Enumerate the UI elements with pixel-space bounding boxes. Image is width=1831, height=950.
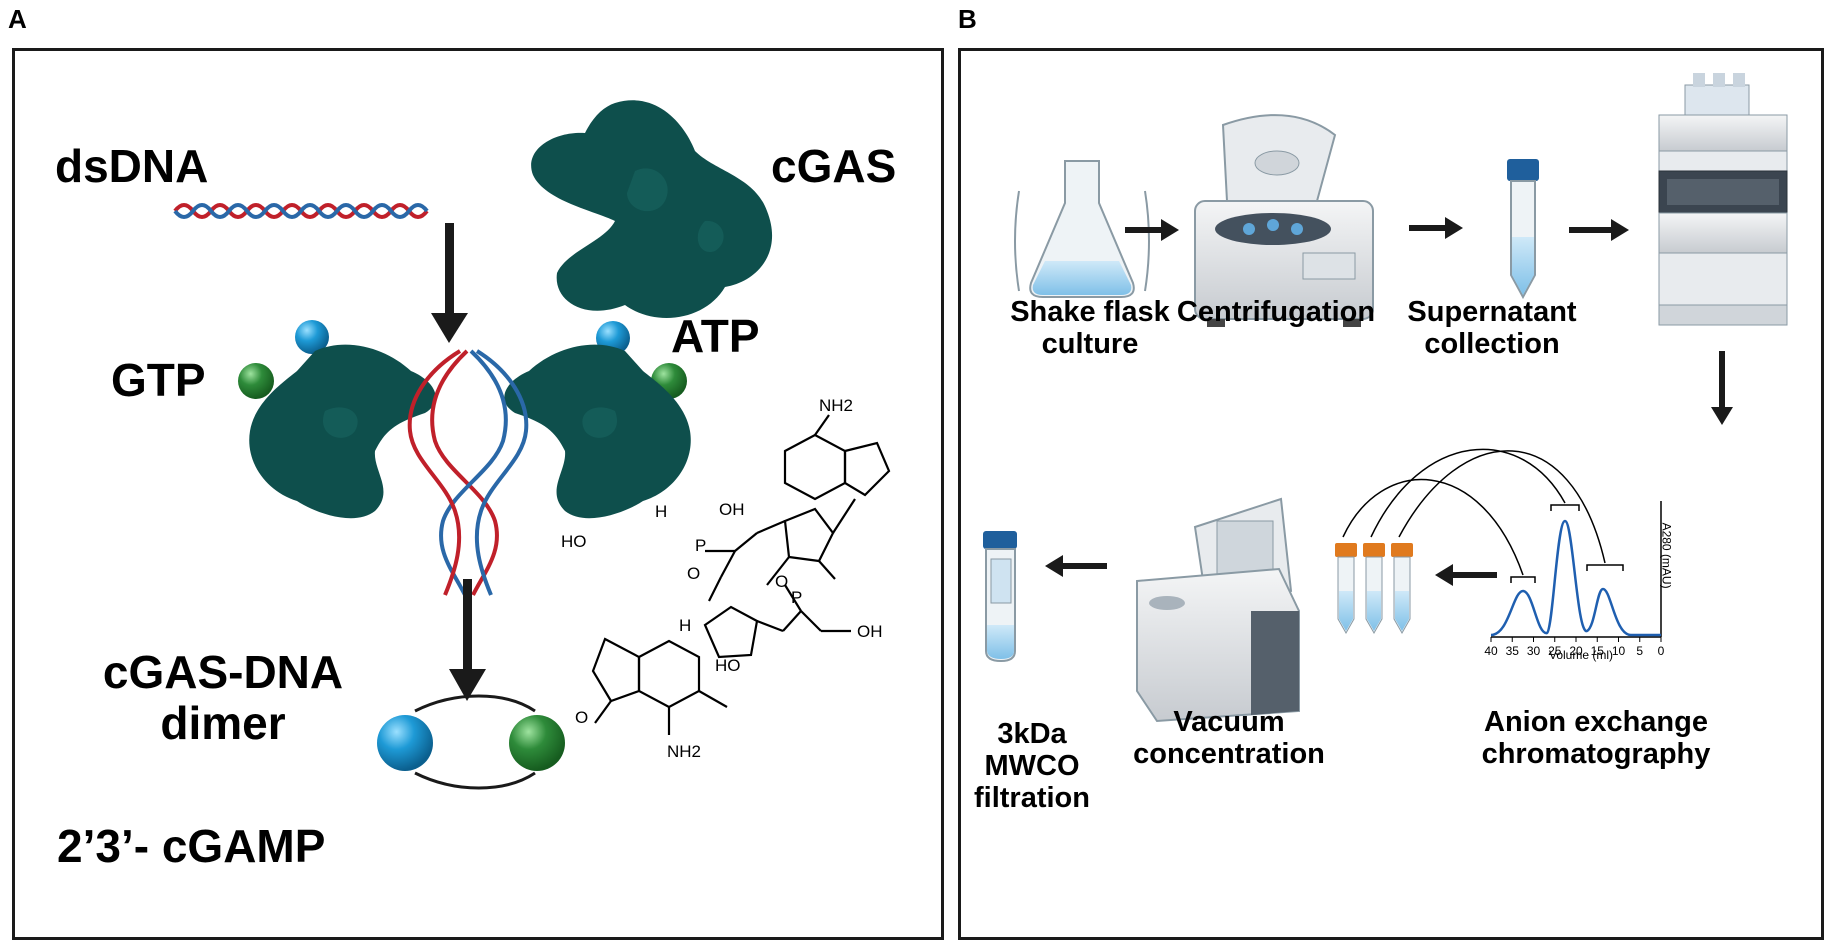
o-bottom-label: O [575,708,588,727]
arrow-vacuum-to-filter [1045,555,1107,577]
fraction-brackets [1510,504,1624,583]
gtp-sphere-left [238,363,274,399]
x-tick-label: 5 [1636,644,1643,658]
step-label-anion-exchange: Anion exchange chromatography [1481,706,1711,770]
supernatant-tube-illustration [1507,159,1539,300]
h-label-2: H [679,616,691,635]
step-label-centrifugation: Centrifugation [1176,296,1376,328]
x-tick-label: 10 [1612,644,1626,658]
cgamp-label: 2’3’- cGAMP [57,820,326,872]
x-tick-label: 40 [1484,644,1498,658]
hplc-illustration [1658,73,1788,326]
dsdna-helix [173,203,429,219]
x-tick-label: 15 [1591,644,1605,658]
ho-label-2: HO [715,656,741,675]
panel-b: 40 35 30 25 20 15 10 5 0 [958,48,1824,940]
h-label-1: H [655,502,667,521]
oh-label: OH [719,500,745,519]
arrow-centrifuge-to-tube [1409,217,1463,239]
o-left-label: O [687,564,700,583]
step-label-supernatant: Supernatant collection [1407,296,1577,360]
gtp-label: GTP [111,354,206,406]
fraction-tubes-illustration [1335,543,1413,635]
fraction-arrows [1342,448,1606,576]
cgas-protein [531,100,773,318]
panel-a-graphics: NH2 HO P O H OH P O OH H HO O NH2 [173,100,891,790]
arrow-dimer-to-cgamp [449,579,486,701]
atp-label: ATP [671,310,760,362]
x-tick-label: 35 [1506,644,1520,658]
vacuum-concentrator-illustration [1136,497,1300,723]
shake-flask-illustration [1014,160,1150,298]
step-label-shake-flask: Shake flask culture [1010,296,1170,360]
chromatogram-chart: 40 35 30 25 20 15 10 5 0 [1342,448,1665,658]
dsdna-label: dsDNA [55,140,209,192]
cgas-label: cGAS [771,140,897,192]
step-label-vacuum: Vacuum concentration [1133,706,1325,770]
arrow-tube-to-hplc [1569,219,1629,241]
cgamp-icon [377,694,565,790]
arrow-flask-to-centrifuge [1125,219,1179,241]
atp-sphere-left [295,320,329,354]
panel-b-letter: B [958,4,977,34]
centrifuge-illustration [1194,114,1374,327]
arrow-hplc-to-chromatogram [1711,351,1733,425]
x-tick-label: 0 [1658,644,1665,658]
cgamp-structure [591,414,891,735]
cgamp-structure-labels: NH2 HO P O H OH P O OH H HO O NH2 [561,396,883,761]
filter-tube-illustration [983,531,1017,663]
chromatogram-trace [1490,519,1661,637]
x-tick-label: 25 [1548,644,1562,658]
dimer-dna [407,349,529,596]
ho-label-1: HO [561,532,587,551]
x-tick-label: 20 [1569,644,1583,658]
panel-b-graphics: 40 35 30 25 20 15 10 5 0 [983,73,1788,723]
amine-top-label: NH2 [819,396,853,415]
chromatogram-xlabel: Volume (ml) [1548,648,1613,662]
o-right-label: O [775,572,788,591]
dimer-label: cGAS-DNA dimer [102,646,344,749]
p-left-label: P [695,536,706,555]
chromatogram-ylabel: A280 (mAU) [1659,522,1674,589]
oh-right-label: OH [857,622,883,641]
cgas-dimer [249,344,691,519]
x-tick-label: 30 [1527,644,1541,658]
amine-bottom-label: NH2 [667,742,701,761]
arrow-dna-to-dimer [431,223,468,343]
panel-a-letter: A [8,4,27,34]
step-label-filtration: 3kDa MWCO filtration [974,718,1090,814]
arrow-chromatogram-to-tubes [1435,564,1497,586]
p-right-label: P [791,588,802,607]
chromatogram-x-ticks: 40 35 30 25 20 15 10 5 0 [1484,637,1665,658]
panel-a: NH2 HO P O H OH P O OH H HO O NH2 dsDNA … [12,48,944,940]
